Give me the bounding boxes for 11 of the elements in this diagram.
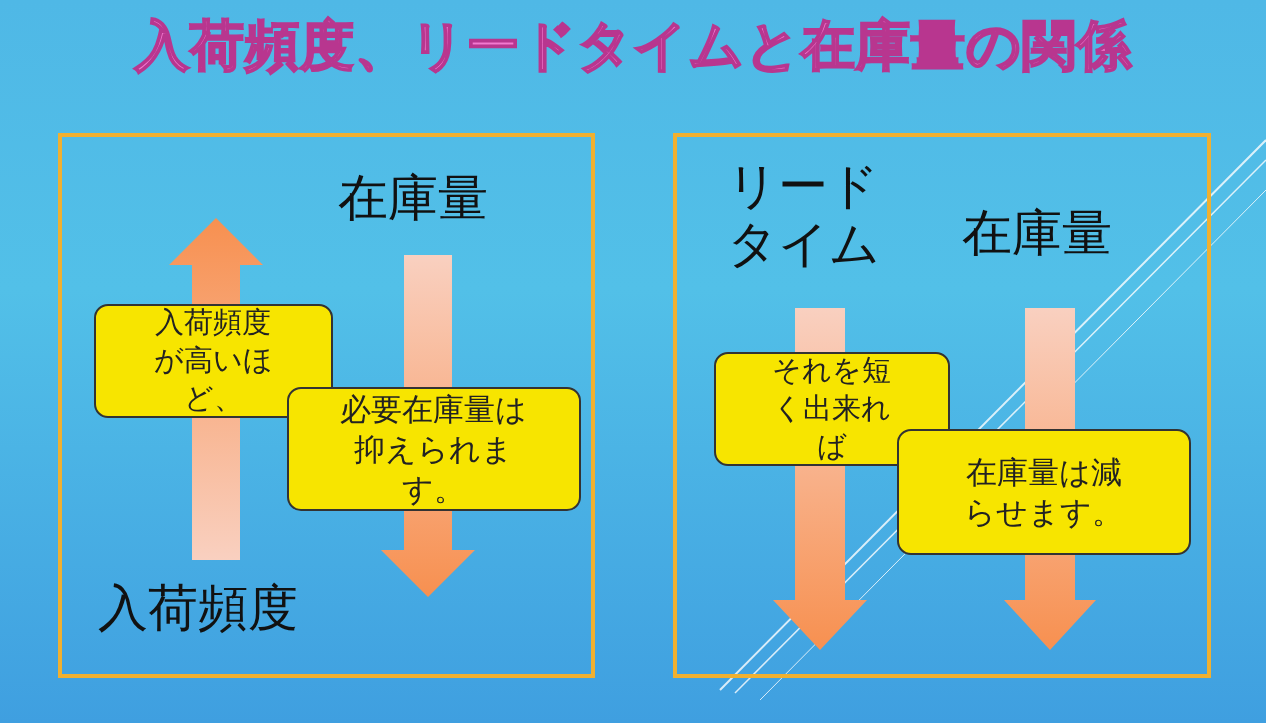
callout-box: 入荷頻度が高いほど、 xyxy=(94,304,333,418)
slide-title: 入荷頻度、リードタイムと在庫量の関係 xyxy=(133,13,1133,79)
heading-label: リードタイム xyxy=(727,158,881,273)
panel-frame xyxy=(673,133,1211,678)
callout-box: 必要在庫量は抑えられます。 xyxy=(287,387,581,511)
callout-box: 在庫量は減らせます。 xyxy=(897,429,1191,555)
callout-box: それを短く出来れば xyxy=(714,352,950,466)
heading-label: 入荷頻度 xyxy=(98,580,299,638)
panel-frame xyxy=(58,133,595,678)
heading-label: 在庫量 xyxy=(338,170,489,228)
heading-label: 在庫量 xyxy=(962,205,1113,263)
